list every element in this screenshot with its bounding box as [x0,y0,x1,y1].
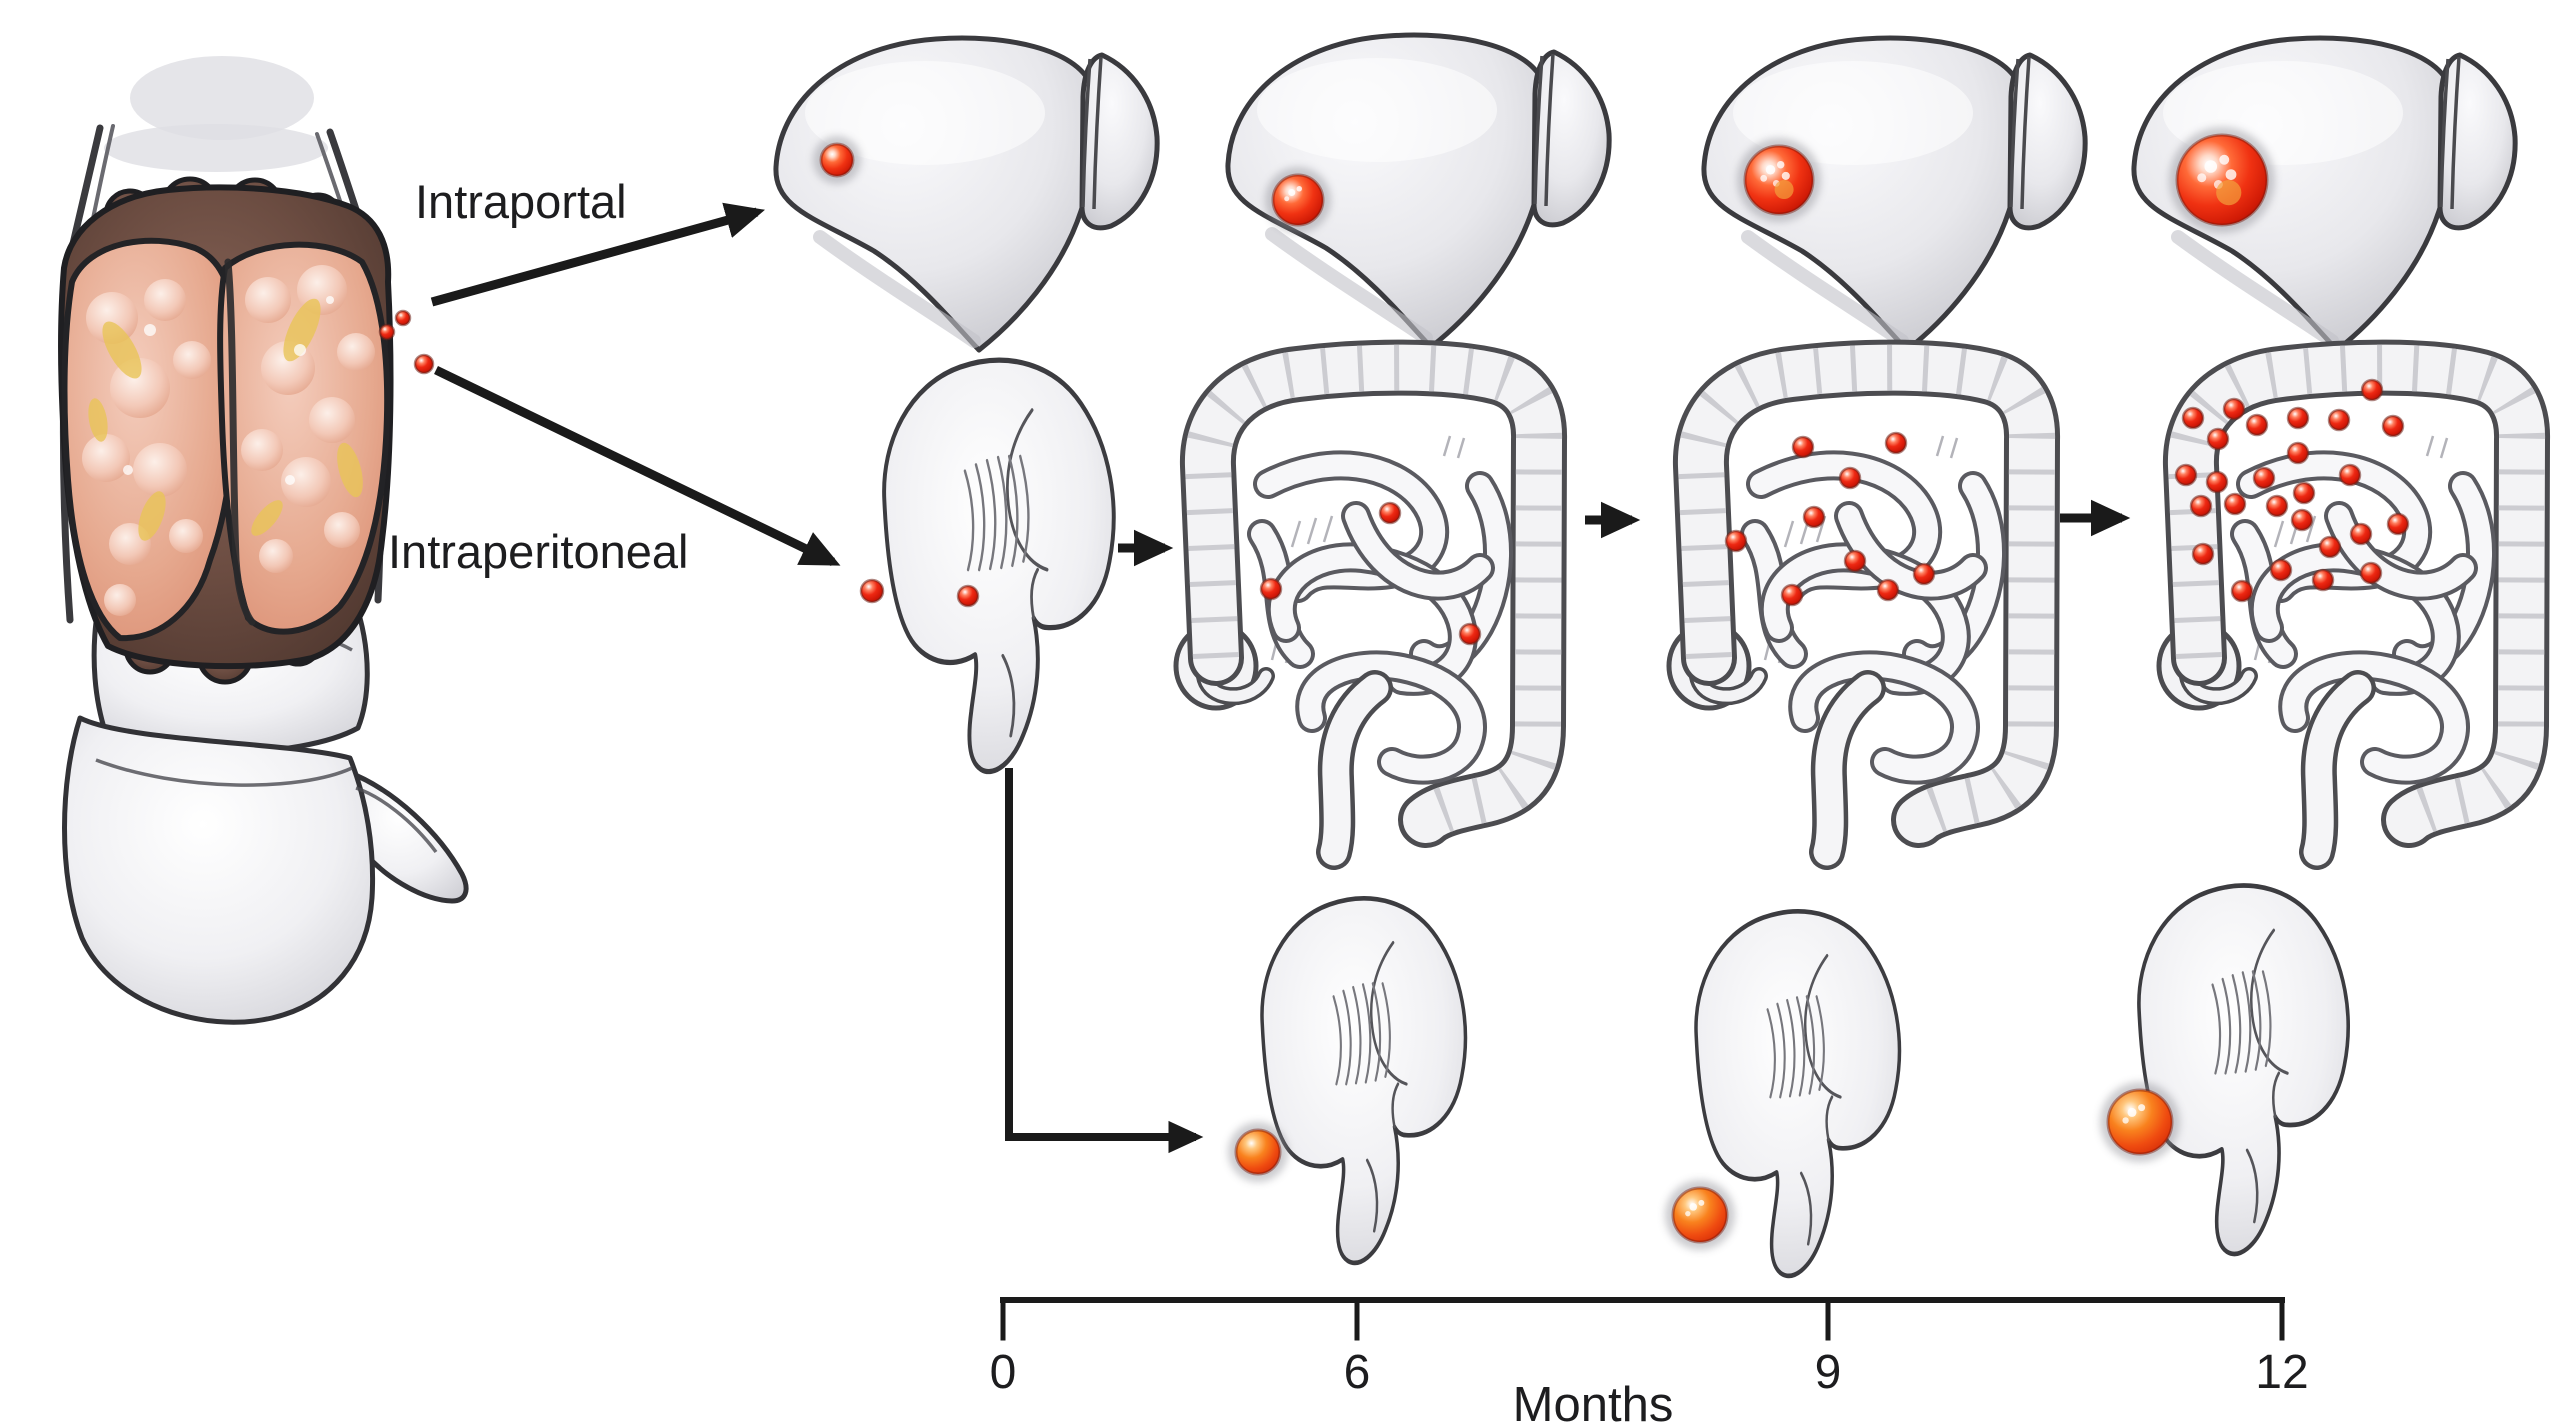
tick-label-6: 6 [1344,1346,1371,1399]
tick-label-12: 12 [2255,1346,2308,1399]
intraportal-arrow [430,202,765,307]
primary-colon-illustration [58,56,469,1025]
peritoneal-nodule-overlays [1228,1082,2180,1250]
bowel-row [884,360,2522,852]
peritoneal-organ-12mo [2139,886,2348,1254]
time-zero-connector-arrow [1005,768,1204,1154]
liver-illustration-0 [776,38,1157,350]
time-zero-seed-dots [859,578,980,608]
intraperitoneal-arrow [434,365,841,567]
tick-label-0: 0 [990,1346,1017,1399]
intraperitoneal-label: Intraperitoneal [388,525,688,578]
liver-tumor-overlays [813,127,2275,233]
axis-label: Months [1513,1378,1674,1427]
primary-tumor-mass [58,176,394,685]
intraportal-label: Intraportal [415,175,627,228]
bowel-implant-dots [1259,378,2410,646]
peritoneal-organ-6mo [1262,898,1465,1262]
tick-label-9: 9 [1815,1346,1842,1399]
bowel-illustration-9mo [1669,368,2032,852]
bowel-illustration-6mo [1176,368,1539,852]
peritoneal-organ-row [1005,768,2348,1276]
shed-tumor-cells-dots [378,309,435,375]
timeline-axis: 0 6 9 12 Months [990,1297,2309,1427]
cecum-illustration [62,715,376,1025]
route-arrows [430,202,841,567]
peritoneal-organ-time0 [884,360,1114,771]
